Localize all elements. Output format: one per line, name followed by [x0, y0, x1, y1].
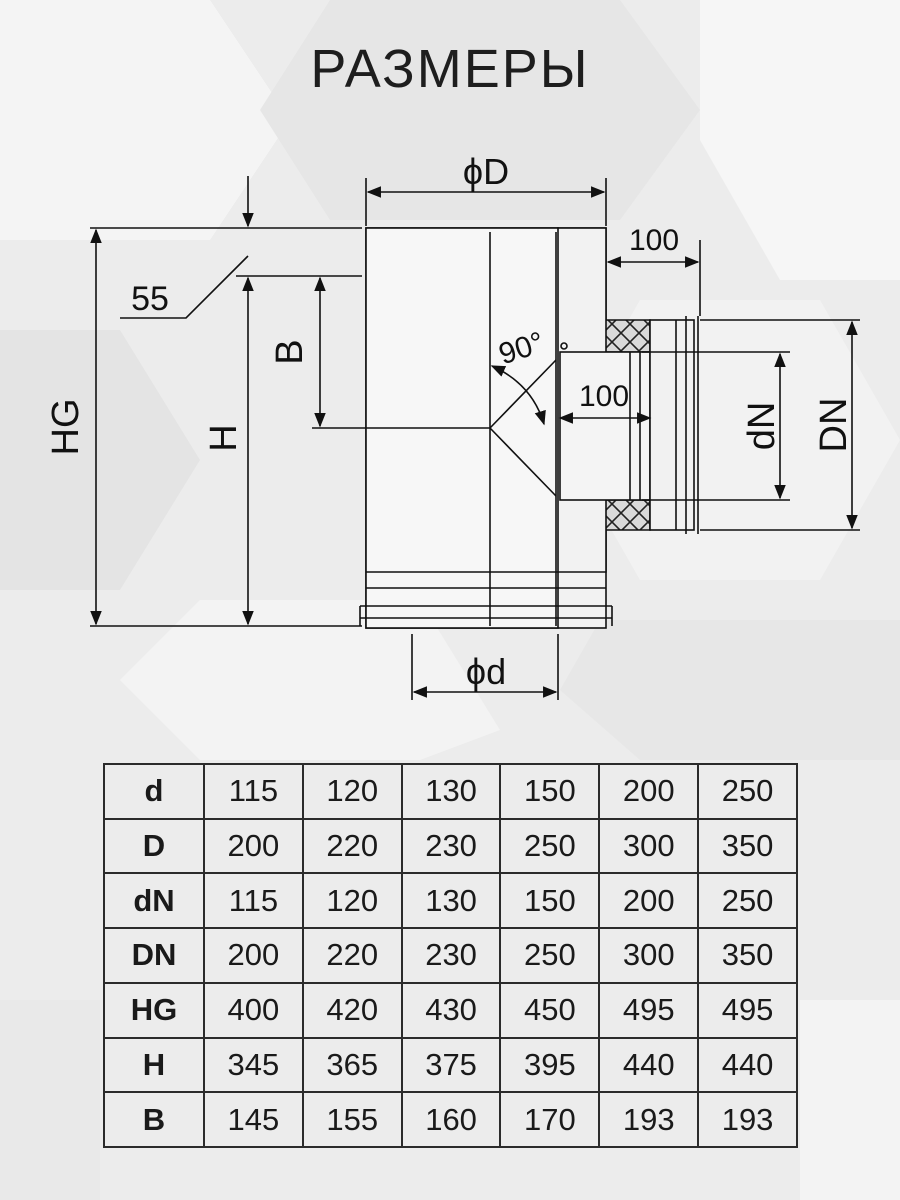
label-H: H: [203, 424, 245, 451]
table-cell: 230: [400, 927, 502, 984]
table-cell: 420: [301, 981, 403, 1039]
table-cell: 120: [301, 872, 403, 930]
table-row: DN 200 220 230 250 300 350: [103, 927, 798, 984]
table-row: dN 115 120 130 150 200 250: [103, 872, 798, 930]
table-row: B 145 155 160 170 193 193: [103, 1091, 798, 1148]
table-cell: 200: [598, 872, 700, 930]
table-cell: 200: [203, 927, 304, 984]
table-cell: 155: [301, 1091, 403, 1148]
label-B: B: [269, 339, 311, 364]
table-cell: 120: [301, 763, 403, 820]
label-55: 55: [131, 280, 169, 318]
row-label: dN: [103, 872, 205, 930]
label-100-top: 100: [629, 224, 679, 257]
row-label: B: [103, 1091, 205, 1148]
table-cell: 440: [598, 1036, 700, 1094]
label-dN: dN: [741, 402, 783, 451]
row-label: DN: [103, 927, 205, 984]
label-phi-d: ϕd: [466, 651, 506, 692]
row-label: HG: [103, 981, 205, 1039]
table-cell: 350: [697, 817, 798, 875]
dimensions-table: d 115 120 130 150 200 250 D 200 220 230 …: [103, 763, 798, 1148]
table-row: D 200 220 230 250 300 350: [103, 817, 798, 875]
table-cell: 375: [400, 1036, 502, 1094]
table-cell: 430: [400, 981, 502, 1039]
table-cell: 220: [301, 927, 403, 984]
row-label: d: [103, 763, 205, 820]
table-cell: 150: [499, 763, 601, 820]
table-cell: 365: [301, 1036, 403, 1094]
label-100-inner: 100: [579, 380, 629, 413]
table-cell: 130: [400, 763, 502, 820]
table-cell: 250: [499, 927, 601, 984]
table-cell: 150: [499, 872, 601, 930]
table-cell: 495: [598, 981, 700, 1039]
table-cell: 200: [598, 763, 700, 820]
table-cell: 345: [203, 1036, 304, 1094]
table-cell: 250: [697, 763, 798, 820]
table-cell: 130: [400, 872, 502, 930]
table-cell: 300: [598, 927, 700, 984]
table-cell: 440: [697, 1036, 798, 1094]
label-phi-D: ϕD: [463, 151, 509, 192]
label-DN: DN: [813, 398, 855, 453]
table-cell: 250: [499, 817, 601, 875]
label-HG: HG: [45, 399, 87, 456]
table-cell: 350: [697, 927, 798, 984]
table-cell: 230: [400, 817, 502, 875]
table-cell: 115: [203, 763, 304, 820]
table-cell: 395: [499, 1036, 601, 1094]
table-cell: 193: [598, 1091, 700, 1148]
table-cell: 115: [203, 872, 304, 930]
table-row: HG 400 420 430 450 495 495: [103, 981, 798, 1039]
table-cell: 200: [203, 817, 304, 875]
table-cell: 250: [697, 872, 798, 930]
page-title: РАЗМЕРЫ: [310, 39, 590, 99]
table-cell: 145: [203, 1091, 304, 1148]
table-cell: 193: [697, 1091, 798, 1148]
table-cell: 300: [598, 817, 700, 875]
table-cell: 160: [400, 1091, 502, 1148]
row-label: D: [103, 817, 205, 875]
table-row: d 115 120 130 150 200 250: [103, 763, 798, 820]
table-cell: 170: [499, 1091, 601, 1148]
table-cell: 450: [499, 981, 601, 1039]
table-cell: 495: [697, 981, 798, 1039]
table-row: H 345 365 375 395 440 440: [103, 1036, 798, 1094]
table-cell: 400: [203, 981, 304, 1039]
row-label: H: [103, 1036, 205, 1094]
table-cell: 220: [301, 817, 403, 875]
